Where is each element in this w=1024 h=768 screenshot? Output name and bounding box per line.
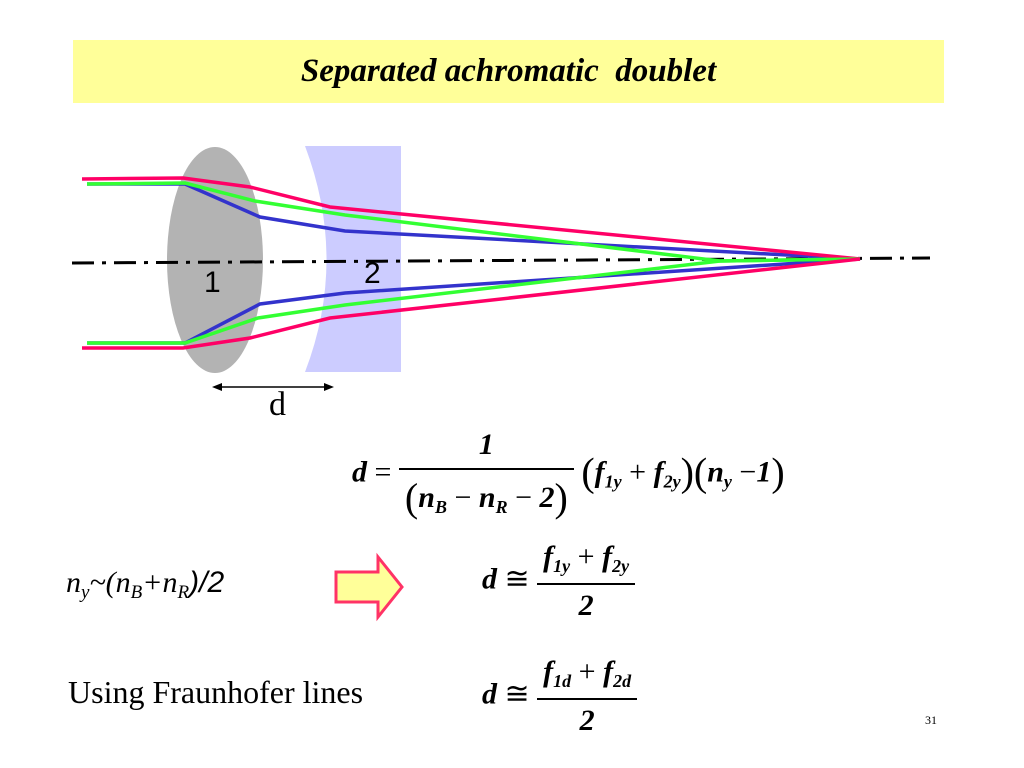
ad-fraction: f1d + f2d 2 [537,655,638,738]
eq-f2-sub: 2y [663,471,681,492]
lens-2-label: 2 [364,257,381,290]
rel-nb: n [115,566,131,599]
eq-f1-sub: 1y [604,471,622,492]
rel-nr-sub: R [177,582,190,603]
eq-two: 2 [539,481,555,514]
eq-numerator: 1 [478,428,494,461]
page-number: 31 [925,713,937,727]
eq-nb-sub: B [434,497,447,517]
rel-tail: )/2 [189,566,225,599]
eq-nr: n [478,481,496,514]
ad-f2-sub: 2d [613,671,632,691]
separation-arrowhead-right [324,383,334,391]
eq-nr-sub: R [495,497,508,517]
eq-minus1: − [454,481,472,514]
eq-minus3: − [739,455,757,489]
ay-f2-sub: 2y [612,556,630,576]
title-bar: Separated achromatic doublet [73,40,944,103]
ad-f2: f [603,655,614,688]
fraunhofer-text: Using Fraunhofer lines [68,674,364,710]
ay-sym: ≅ [504,562,530,596]
eq-plus: + [629,455,647,489]
eq-ny: n [707,455,724,489]
rel-nr: n [162,566,178,599]
index-relation: ny~(nB+nR)/2 [66,566,224,604]
main-equation: d = 1 (nB − nR − 2) (f1y + f2y)(ny −1) [352,428,785,521]
ray-red-top [81,176,861,261]
ay-fraction: f1y + f2y 2 [537,540,636,623]
ray-red-bottom [82,257,861,350]
eq-equals: = [374,455,392,489]
rel-n: n [66,566,81,599]
ad-f1: f [543,655,554,688]
lens-1-label: 1 [204,266,221,299]
eq-lhs: d [352,455,367,489]
eq-nb: n [418,481,435,514]
ay-den: 2 [537,583,636,623]
lens-2-shape [305,146,401,372]
rel-tilde: ~( [89,566,116,599]
eq-f2: f [653,455,664,489]
separation-arrowhead-left [212,383,222,391]
ray-green-bottom [87,257,861,345]
ay-f1-sub: 1y [553,556,571,576]
eq-f1: f [594,455,605,489]
approx-equation-d: d ≅ f1d + f2d 2 [482,655,638,738]
ad-plus: + [578,655,596,688]
ad-den: 2 [537,698,638,738]
ay-lhs: d [482,562,497,596]
eq-denominator: (nB − nR − 2) [398,468,574,521]
eq-ny-sub: y [723,471,732,492]
ad-lhs: d [482,677,497,711]
rel-plus: + [142,566,163,599]
eq-one: 1 [756,455,772,489]
separation-label: d [269,386,286,423]
rel-n-sub: y [81,582,90,603]
eq-minus2: − [515,481,532,514]
ay-f1: f [543,540,554,573]
ay-plus: + [577,540,595,573]
implies-arrow [334,552,404,622]
ay-f2: f [602,540,613,573]
rel-nb-sub: B [130,582,143,603]
slide-title: Separated achromatic doublet [300,53,717,89]
ad-sym: ≅ [504,677,530,711]
ad-f1-sub: 1d [553,671,572,691]
approx-equation-y: d ≅ f1y + f2y 2 [482,540,636,623]
eq-fraction: 1 (nB − nR − 2) [398,428,574,521]
